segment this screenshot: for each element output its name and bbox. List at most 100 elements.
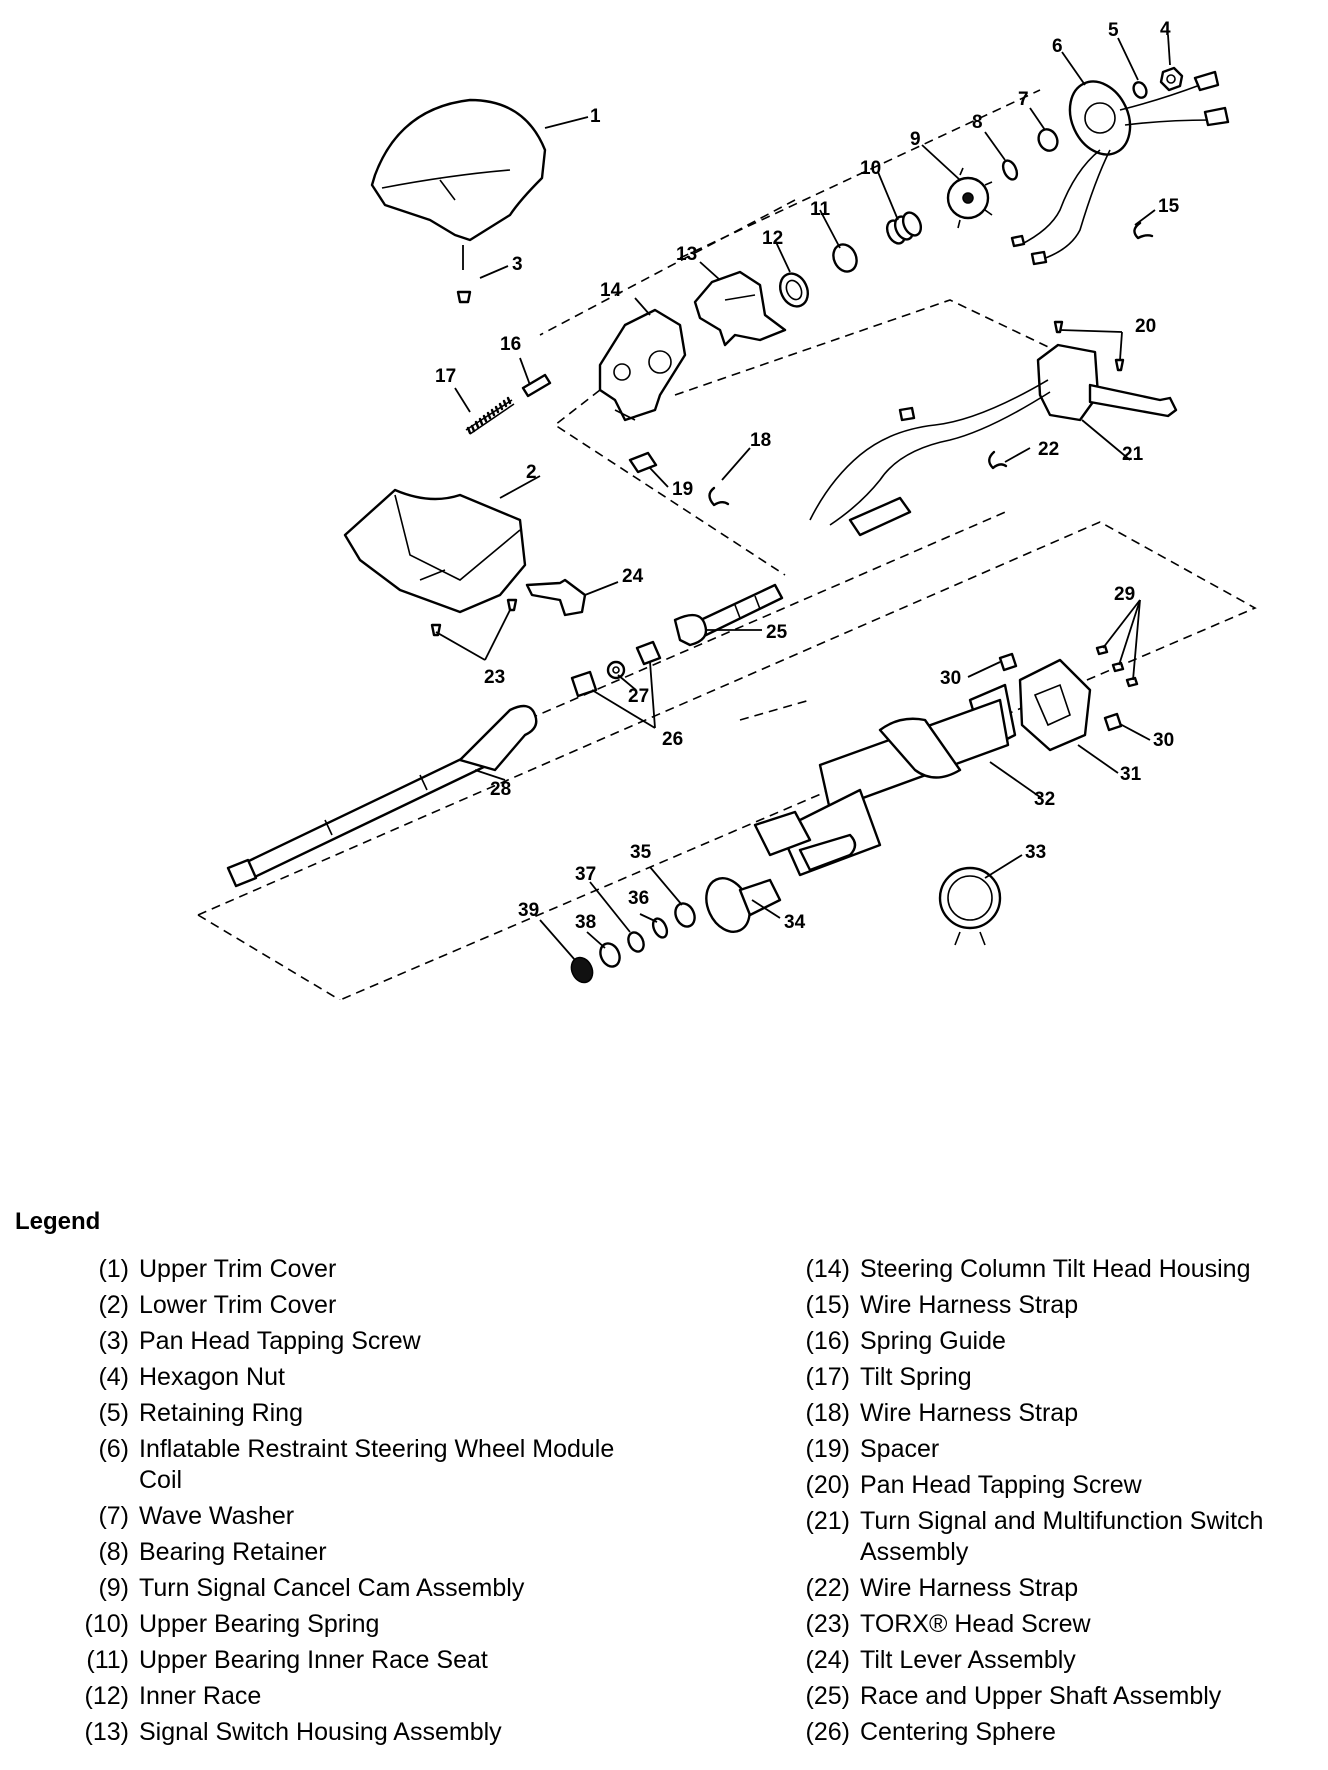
legend-item: (4)Hexagon Nut (55, 1362, 655, 1393)
legend-item: (12)Inner Race (55, 1681, 655, 1712)
legend-item-text: Spacer (860, 1435, 940, 1463)
legend-item-text: Wire Harness Strap (860, 1574, 1079, 1602)
callout-27: 27 (628, 686, 649, 707)
callout-35: 35 (630, 842, 652, 863)
exploded-view-diagram: 1 3 4 5 6 7 8 9 10 11 12 13 14 15 16 17 … (197, 19, 1257, 1000)
callout-13: 13 (676, 244, 697, 265)
legend-item-number: (8) (98, 1538, 129, 1566)
pan-head-screw-3 (456, 245, 472, 304)
callout-30-lower: 30 (1153, 730, 1174, 751)
legend-item-text: Pan Head Tapping Screw (860, 1471, 1142, 1499)
callout-14: 14 (600, 280, 622, 301)
callout-3: 3 (512, 254, 523, 275)
assembly-guide-lines (197, 89, 1257, 1000)
legend-item: (3)Pan Head Tapping Screw (55, 1326, 655, 1357)
legend-item-text: Upper Trim Cover (139, 1255, 337, 1283)
legend-item-number: (1) (98, 1255, 129, 1283)
torx-screws-23 (430, 598, 518, 637)
tilt-head-housing (598, 308, 687, 422)
legend-item: (11) Upper Bearing Inner Race Seat (55, 1645, 655, 1676)
steering-column-jacket (753, 683, 1017, 877)
legend-item: (16)Spring Guide (790, 1326, 1328, 1357)
legend-item-text: Inflatable Restraint Steering Wheel Modu… (139, 1435, 615, 1494)
legend-item: (19) Spacer (790, 1434, 1328, 1465)
turn-signal-cancel-cam (946, 167, 993, 229)
inner-race (779, 272, 809, 308)
legend-item-text: Signal Switch Housing Assembly (139, 1718, 502, 1746)
callout-2: 2 (526, 462, 537, 483)
legend-item-text: Turn Signal Cancel Cam Assembly (139, 1574, 525, 1602)
washer-35 (674, 902, 696, 928)
legend-item-number: (19) (805, 1435, 850, 1463)
legend-item-number: (15) (805, 1291, 850, 1319)
tilt-lever (525, 578, 587, 617)
callout-4: 4 (1160, 19, 1171, 40)
legend-item: (24)Tilt Lever Assembly (790, 1645, 1328, 1676)
lower-bearing-34 (705, 877, 782, 933)
callout-23: 23 (484, 667, 505, 688)
callout-labels: 1 3 4 5 6 7 8 9 10 11 12 13 14 15 16 17 … (435, 19, 1180, 933)
wire-harness-strap-15 (1133, 221, 1154, 240)
legend-item: (23)TORX® Head Screw (790, 1609, 1328, 1640)
legend-item-number: (2) (98, 1291, 129, 1319)
legend-item-text: Turn Signal and Multifunction Switch Ass… (860, 1507, 1264, 1566)
legend-right-column: (14)Steering Column Tilt Head Housing(15… (790, 1254, 1328, 1753)
legend-item-text: Spring Guide (860, 1327, 1006, 1355)
callout-19: 19 (672, 479, 693, 500)
signal-switch-housing (693, 270, 787, 347)
upper-bearing-spring (885, 211, 923, 245)
legend-item-text: Hexagon Nut (139, 1363, 285, 1391)
legend-item-number: (24) (805, 1646, 850, 1674)
legend-item-number: (18) (805, 1399, 850, 1427)
turn-signal-multifunction-switch (809, 343, 1178, 537)
legend-item-number: (14) (805, 1255, 850, 1283)
legend-item-number: (25) (805, 1682, 850, 1710)
legend-item-text: Inner Race (139, 1682, 262, 1710)
callout-33: 33 (1025, 842, 1046, 863)
legend-item: (2) Lower Trim Cover (55, 1290, 655, 1321)
legend-item: (10)Upper Bearing Spring (55, 1609, 655, 1640)
legend-item-text: Wave Washer (139, 1502, 295, 1530)
callout-16: 16 (500, 334, 521, 355)
legend-item: (7)Wave Washer (55, 1501, 655, 1532)
wire-harness-strap-18 (708, 486, 730, 507)
callout-15: 15 (1158, 196, 1180, 217)
legend-item-number: (11) (86, 1646, 129, 1674)
bushing-30-lower (1103, 712, 1123, 732)
wave-washer (1037, 128, 1059, 152)
callout-30-upper: 30 (940, 668, 961, 689)
callout-9: 9 (910, 129, 921, 150)
legend-item-text: Lower Trim Cover (139, 1291, 337, 1319)
callout-1: 1 (590, 106, 601, 127)
steering-column-housing (1018, 658, 1092, 752)
legend-item: (15)Wire Harness Strap (790, 1290, 1328, 1321)
callout-36: 36 (628, 888, 649, 909)
spring-guide (521, 373, 552, 398)
centering-spring-27 (606, 660, 626, 680)
legend-item-text: Wire Harness Strap (860, 1399, 1079, 1427)
legend-left-column: (1) Upper Trim Cover (2) Lower Trim Cover (3… (55, 1254, 655, 1753)
callout-34: 34 (784, 912, 806, 933)
legend-item-text: TORX® Head Screw (860, 1610, 1091, 1638)
legend-item: (8)Bearing Retainer (55, 1537, 655, 1568)
legend-item: (13)Signal Switch Housing Assembly (55, 1717, 655, 1748)
bearing-retainer (1001, 159, 1019, 181)
washer-38 (599, 942, 621, 968)
callout-38: 38 (575, 912, 596, 933)
legend-item: (26)Centering Sphere (790, 1717, 1328, 1748)
callout-8: 8 (972, 112, 983, 133)
legend-item-text: Retaining Ring (139, 1399, 303, 1427)
legend-title: Legend (15, 1208, 101, 1235)
callout-7: 7 (1018, 89, 1029, 110)
retaining-ring (1132, 81, 1148, 99)
callout-25: 25 (766, 622, 788, 643)
legend-item-text: Upper Bearing Inner Race Seat (139, 1646, 488, 1674)
bushing-30-upper (998, 652, 1018, 672)
leader-lines (435, 34, 1171, 961)
legend-item-number: (9) (98, 1574, 129, 1602)
legend-item-number: (20) (805, 1471, 850, 1499)
callout-26: 26 (662, 729, 683, 750)
legend-item-text: Upper Bearing Spring (139, 1610, 380, 1638)
legend-item-text: Race and Upper Shaft Assembly (860, 1682, 1222, 1710)
legend-item-text: Pan Head Tapping Screw (139, 1327, 421, 1355)
